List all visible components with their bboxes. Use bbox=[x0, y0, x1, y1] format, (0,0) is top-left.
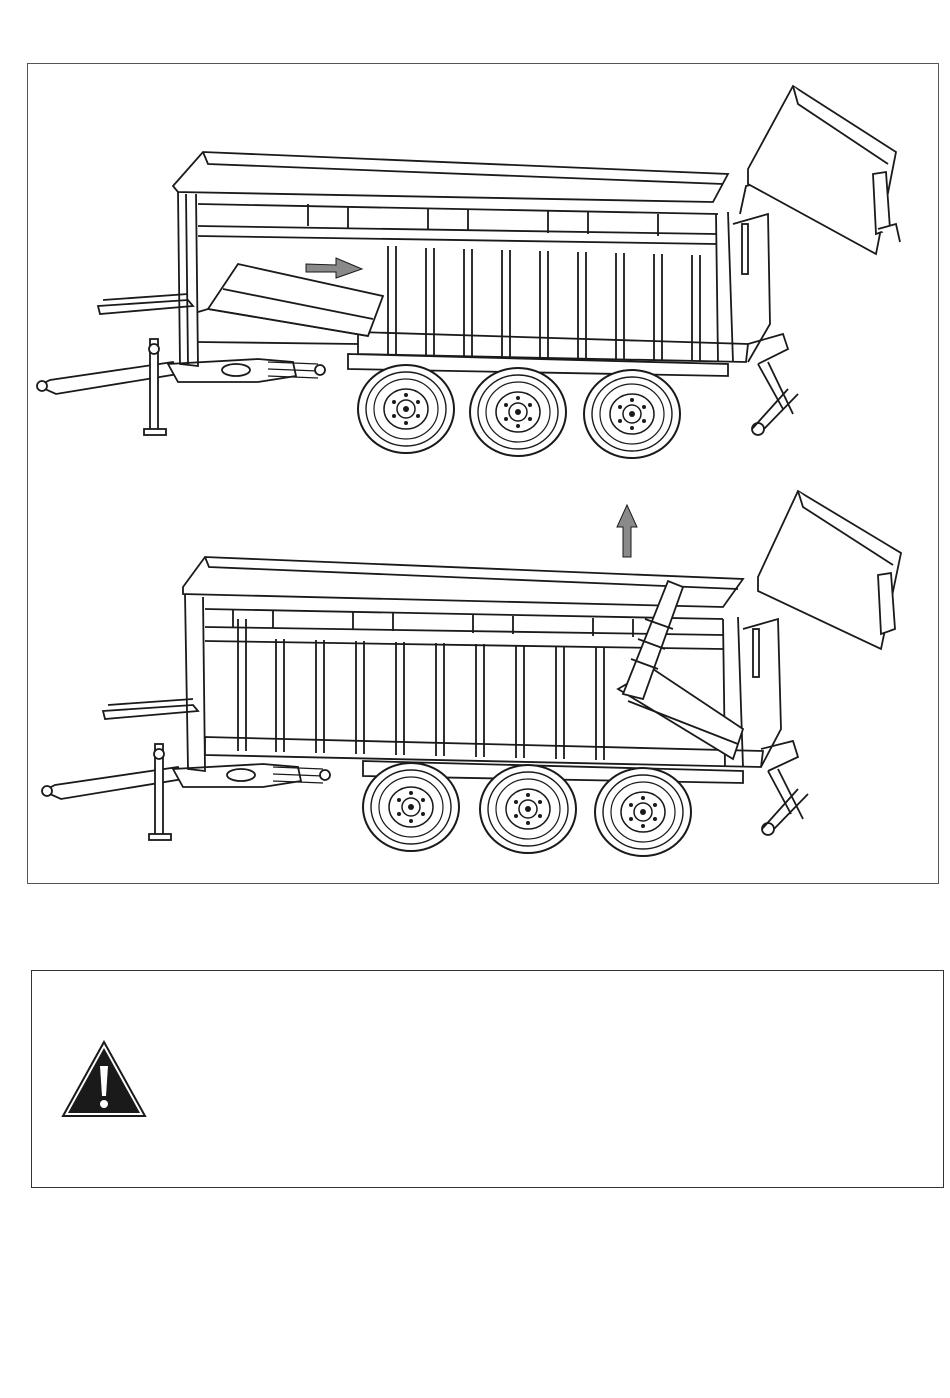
trailer-panel-2 bbox=[42, 491, 901, 856]
figure-frame bbox=[27, 63, 939, 884]
motion-arrow-right bbox=[306, 258, 362, 278]
warning-triangle-icon bbox=[59, 1038, 149, 1120]
trailer-illustrations bbox=[28, 64, 940, 885]
motion-arrow-up bbox=[617, 505, 637, 557]
trailer-panel-1 bbox=[37, 86, 900, 458]
warning-box bbox=[31, 970, 944, 1188]
